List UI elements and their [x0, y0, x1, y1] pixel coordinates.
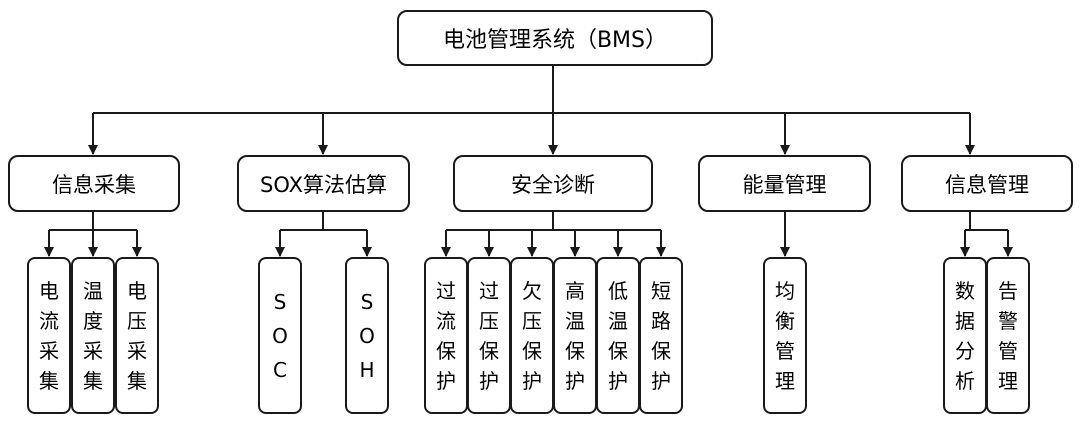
leaf-short-circuit-protection: 短路保护: [639, 257, 683, 414]
category-energy-management: 能量管理: [698, 155, 871, 212]
leaf-label: 告警管理: [998, 278, 1018, 393]
leaf-temperature-collection: 温度采集: [71, 257, 115, 414]
root-node: 电池管理系统（BMS）: [397, 10, 713, 66]
leaf-current-collection: 电流采集: [27, 257, 71, 414]
leaf-label: 过压保护: [479, 278, 499, 393]
root-label: 电池管理系统（BMS）: [442, 28, 668, 53]
leaf-label: 短路保护: [651, 278, 671, 393]
leaf-label: 低温保护: [608, 278, 628, 393]
leaf-balancing-management: 均衡管理: [763, 257, 807, 414]
leaf-high-temp-protection: 高温保护: [553, 257, 597, 414]
leaf-overvoltage-protection: 过压保护: [467, 257, 511, 414]
leaf-low-temp-protection: 低温保护: [596, 257, 640, 414]
leaf-label: 电流采集: [39, 278, 59, 393]
category-label: 安全诊断: [511, 172, 595, 197]
leaf-soc: SOC: [258, 257, 302, 414]
leaf-label: 温度采集: [83, 278, 103, 393]
leaf-label: 欠压保护: [522, 278, 542, 393]
category-sox-estimation: SOX算法估算: [237, 155, 410, 212]
leaf-data-analysis: 数据分析: [943, 257, 987, 414]
leaf-label: 高温保护: [565, 278, 585, 393]
leaf-alarm-management: 告警管理: [986, 257, 1030, 414]
leaf-label: 电压采集: [127, 278, 147, 393]
leaf-label: 数据分析: [955, 278, 975, 393]
category-label: 信息采集: [52, 172, 136, 197]
category-label: SOX算法估算: [260, 172, 387, 197]
category-safety-diagnosis: 安全诊断: [453, 155, 653, 212]
leaf-overcurrent-protection: 过流保护: [424, 257, 468, 414]
category-info-collection: 信息采集: [8, 155, 180, 212]
leaf-label: SOC: [272, 289, 288, 382]
category-info-management: 信息管理: [901, 155, 1073, 212]
leaf-soh: SOH: [345, 257, 389, 414]
leaf-undervoltage-protection: 欠压保护: [510, 257, 554, 414]
leaf-label: SOH: [359, 289, 375, 382]
leaf-label: 均衡管理: [775, 278, 795, 393]
leaf-voltage-collection: 电压采集: [115, 257, 159, 414]
category-label: 信息管理: [945, 172, 1029, 197]
category-label: 能量管理: [742, 172, 827, 197]
leaf-label: 过流保护: [436, 278, 456, 393]
